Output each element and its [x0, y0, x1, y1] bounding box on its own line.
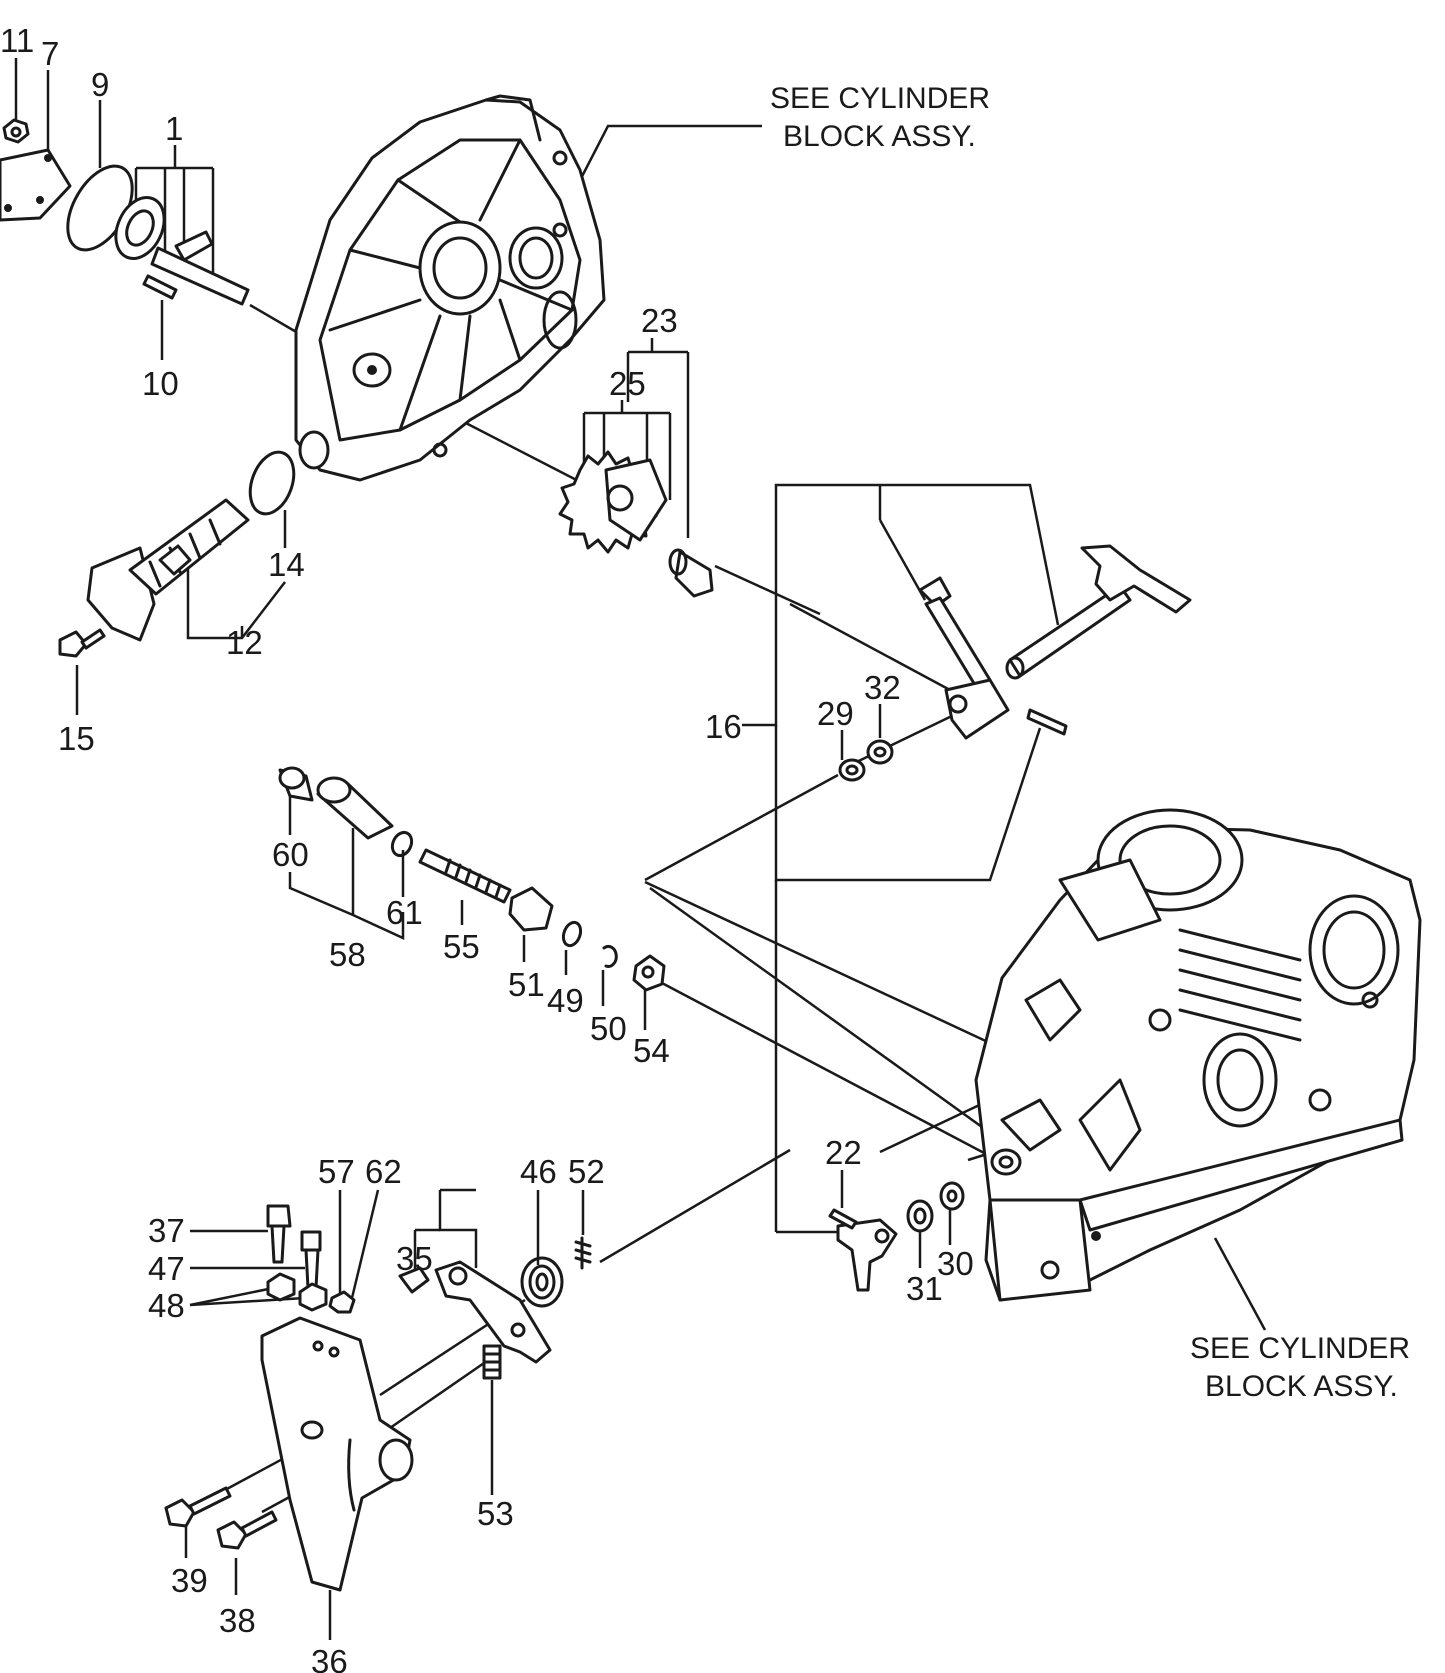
label-1: 1 — [165, 110, 183, 147]
note-top-line1: SEE CYLINDER — [770, 82, 990, 115]
label-60: 60 — [272, 836, 309, 873]
o-ring-61 — [390, 830, 414, 858]
washer-30 — [939, 1181, 965, 1211]
nut-54 — [632, 954, 666, 992]
label-55: 55 — [443, 928, 480, 965]
note-bottom-line1: SEE CYLINDER — [1190, 1332, 1410, 1365]
label-37: 37 — [148, 1212, 185, 1249]
bushing-23 — [668, 548, 714, 598]
label-62: 62 — [365, 1153, 402, 1190]
label-32: 32 — [864, 669, 901, 706]
cylinder-block — [974, 808, 1422, 1302]
label-15: 15 — [58, 720, 95, 757]
bolt-47 — [300, 1230, 322, 1290]
spring-52 — [574, 1236, 592, 1270]
sleeve-58 — [316, 776, 394, 840]
label-49: 49 — [547, 982, 584, 1019]
label-57: 57 — [318, 1153, 355, 1190]
washer-31 — [906, 1199, 934, 1233]
label-38: 38 — [219, 1602, 256, 1639]
lever-22 — [828, 1208, 898, 1292]
label-22: 22 — [825, 1134, 862, 1171]
cap-60 — [278, 766, 314, 802]
strainer-assembly-12 — [86, 498, 250, 642]
shaft-assembly-1 — [114, 196, 250, 306]
bolt-37 — [266, 1204, 292, 1264]
label-58: 58 — [329, 936, 366, 973]
cover-plate-7 — [0, 148, 72, 222]
label-31: 31 — [906, 1270, 943, 1307]
washer-32 — [866, 739, 894, 765]
label-16: 16 — [705, 708, 742, 745]
bracket-36 — [260, 1316, 414, 1592]
washer-49 — [561, 920, 583, 948]
lever-35 — [398, 1260, 552, 1364]
callout-notes: SEE CYLINDER BLOCK ASSY. SEE CYLINDER BL… — [770, 82, 1410, 1403]
nut-48 — [266, 1272, 328, 1312]
nut-51 — [508, 886, 554, 932]
note-top-line2: BLOCK ASSY. — [783, 120, 976, 153]
label-10: 10 — [142, 365, 179, 402]
label-48: 48 — [148, 1287, 185, 1324]
label-53: 53 — [477, 1495, 514, 1532]
bolt-11 — [2, 118, 30, 144]
pin-10 — [142, 274, 178, 300]
label-9: 9 — [91, 66, 109, 103]
label-14: 14 — [268, 546, 305, 583]
set-screw-53 — [482, 1344, 502, 1380]
label-29: 29 — [817, 695, 854, 732]
o-ring-14 — [248, 450, 296, 516]
note-bottom-line2: BLOCK ASSY. — [1205, 1370, 1398, 1403]
leader-lines — [14, 58, 1267, 1640]
label-36: 36 — [311, 1643, 348, 1673]
nut-57 — [328, 1290, 356, 1314]
label-54: 54 — [633, 1032, 670, 1069]
label-61: 61 — [386, 894, 423, 931]
label-46: 46 — [520, 1153, 557, 1190]
spring-46 — [520, 1256, 564, 1308]
clip-50 — [602, 944, 618, 968]
label-7: 7 — [41, 35, 59, 72]
bushing-29 — [838, 758, 866, 782]
crankcase-cover — [294, 94, 606, 482]
bolt-15 — [58, 628, 106, 658]
bolt-39 — [164, 1486, 232, 1528]
label-51: 51 — [508, 966, 545, 1003]
label-52: 52 — [568, 1153, 605, 1190]
bolt-38 — [216, 1510, 278, 1550]
adjusting-screw-55 — [418, 848, 512, 904]
label-11: 11 — [0, 22, 34, 59]
label-47: 47 — [148, 1250, 185, 1287]
label-50: 50 — [590, 1010, 627, 1047]
label-12: 12 — [226, 624, 263, 661]
gear-assembly-25 — [558, 450, 668, 554]
part-number-labels: 11 7 9 1 10 23 25 14 12 15 16 29 32 60 6… — [0, 22, 974, 1673]
label-39: 39 — [171, 1562, 208, 1599]
label-23: 23 — [641, 302, 678, 339]
governor-lever-16 — [918, 544, 1192, 740]
label-30: 30 — [937, 1245, 974, 1282]
